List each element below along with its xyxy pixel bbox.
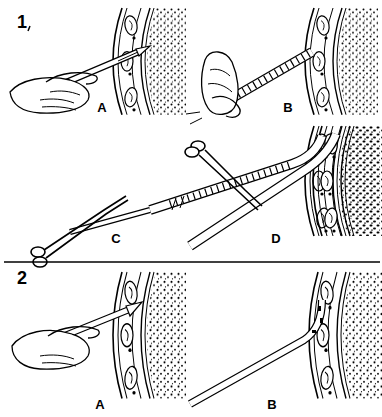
figure-number: 2	[17, 269, 27, 287]
panel-letter: B	[283, 101, 292, 114]
panel-letter: A	[95, 398, 104, 411]
chest-wall	[305, 8, 378, 115]
chest-tube	[190, 300, 323, 404]
figure-number: 1	[17, 13, 27, 31]
hand	[186, 52, 240, 124]
hemostat-clamp	[185, 141, 262, 210]
panel-letter: B	[267, 398, 276, 411]
hand	[10, 73, 97, 114]
separator-line	[4, 261, 380, 263]
hand	[12, 327, 99, 370]
chest-wall	[113, 272, 186, 399]
chest-wall	[309, 272, 382, 399]
chest-tube	[190, 134, 336, 246]
hemostat-clamp	[31, 196, 128, 267]
panel-letter: D	[271, 232, 280, 245]
comma-mark	[28, 26, 30, 31]
panel-letter: C	[111, 232, 120, 245]
panel-letter: A	[97, 101, 106, 114]
